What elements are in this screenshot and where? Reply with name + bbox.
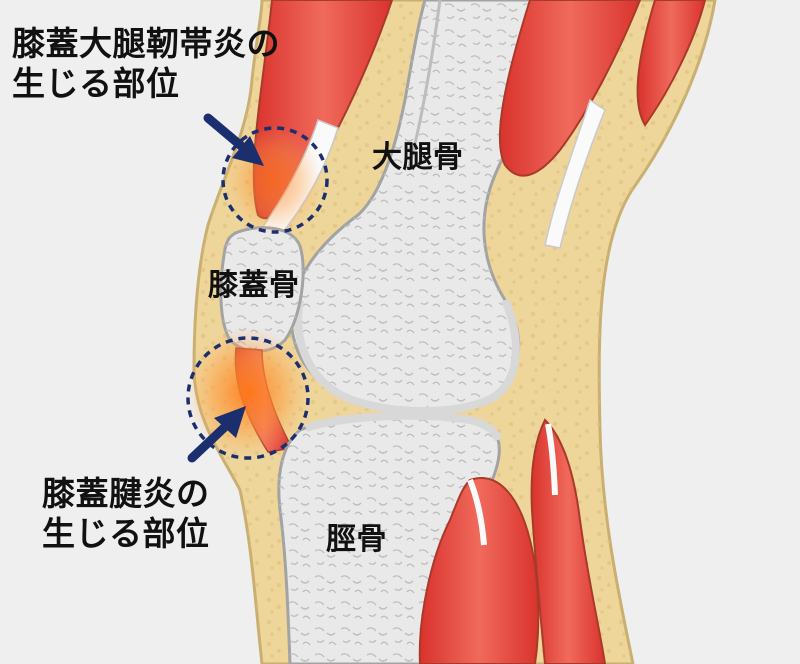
callout-lower-line2: 生じる部位 [42, 514, 210, 554]
femur-label: 大腿骨 [372, 140, 464, 175]
patella-label: 膝蓋骨 [208, 268, 300, 303]
tibia-label: 脛骨 [326, 522, 387, 557]
upper-arrow [203, 113, 264, 166]
callout-lower-line1: 膝蓋腱炎の [42, 474, 210, 513]
lower-arrow [187, 406, 246, 463]
hamstring-muscle [498, 0, 642, 177]
upper-site-circle [221, 126, 329, 234]
callout-upper-line1: 膝蓋大腿靭帯炎の [12, 24, 280, 63]
hamstring-tendon [544, 98, 606, 249]
callout-upper-label: 膝蓋大腿靭帯炎の 生じる部位 [12, 24, 280, 105]
femur-cartilage [294, 298, 520, 416]
callout-lower-label: 膝蓋腱炎の 生じる部位 [42, 474, 210, 555]
calf-muscle-rear [530, 418, 607, 664]
lower-site-circle [186, 336, 310, 460]
callout-upper-line2: 生じる部位 [12, 64, 180, 104]
inflammation-lower [186, 326, 310, 458]
